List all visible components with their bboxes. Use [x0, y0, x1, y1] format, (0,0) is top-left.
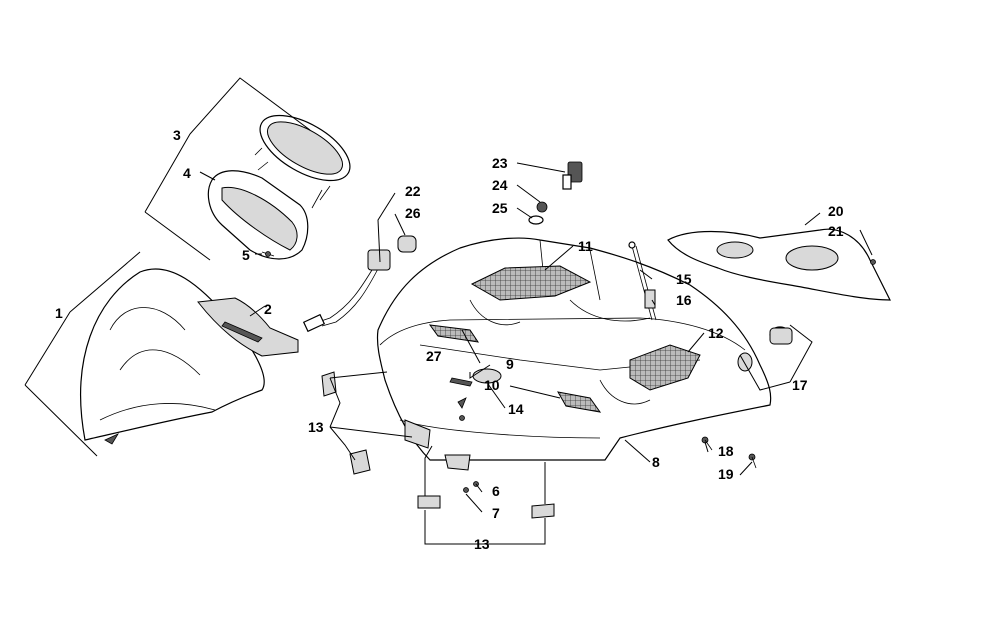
fasteners-part-6-7	[457, 397, 479, 493]
callout-18: 18	[718, 443, 734, 459]
switch-harness-part	[302, 235, 417, 333]
rear-cover-part	[667, 228, 891, 301]
windshield-bracket-part	[197, 297, 299, 357]
callout-1: 1	[55, 305, 63, 321]
callout-27: 27	[426, 348, 442, 364]
gauge-housing-part	[207, 170, 309, 260]
callout-13b: 13	[474, 536, 490, 552]
callout-7: 7	[492, 505, 500, 521]
callout-13a: 13	[308, 419, 324, 435]
grille-part-11	[470, 265, 592, 301]
callout-5: 5	[242, 247, 250, 263]
callout-22: 22	[405, 183, 421, 199]
callout-24: 24	[492, 177, 508, 193]
callout-labels: 1 2 3 4 5 6 7 8 9 10 11 12 13 13 14 15 1…	[55, 127, 844, 552]
callout-6: 6	[492, 483, 500, 499]
callout-11: 11	[578, 238, 593, 254]
screw-part-5	[261, 251, 275, 257]
screws-part-18-19	[701, 436, 757, 469]
callout-12: 12	[708, 325, 724, 341]
console-part	[376, 237, 772, 471]
callout-25: 25	[492, 200, 508, 216]
callout-9: 9	[506, 356, 514, 372]
callout-8: 8	[652, 454, 660, 470]
gauge-assembly-part	[254, 114, 351, 209]
callout-23: 23	[492, 155, 508, 171]
callout-14: 14	[508, 401, 524, 417]
windshield-part	[80, 268, 265, 445]
callout-26: 26	[405, 205, 421, 221]
rod-part-15-16	[628, 241, 657, 321]
leader-lines	[24, 77, 873, 545]
key-part	[528, 161, 583, 225]
decal-part-27	[449, 377, 473, 387]
callout-10: 10	[484, 377, 500, 393]
grille-part-10	[557, 391, 602, 413]
callout-17: 17	[792, 377, 808, 393]
callout-15: 15	[676, 271, 692, 287]
callout-4: 4	[183, 165, 191, 181]
callout-2: 2	[264, 301, 272, 317]
callout-3: 3	[173, 127, 181, 143]
callout-19: 19	[718, 466, 734, 482]
grille-part-12	[629, 344, 701, 391]
pad-part-13	[321, 371, 555, 519]
callout-21: 21	[828, 223, 844, 239]
callout-16: 16	[676, 292, 692, 308]
callout-20: 20	[828, 203, 844, 219]
